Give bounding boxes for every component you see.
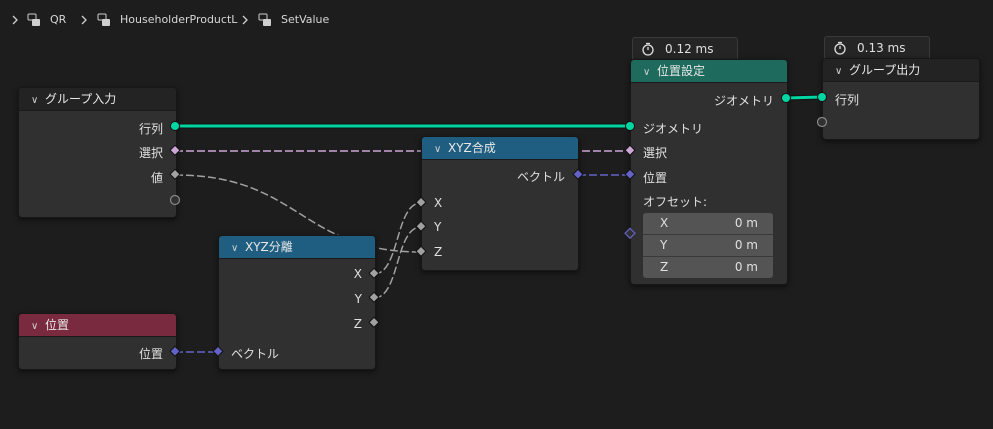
socket-label-vector: ベクトル (231, 347, 280, 361)
node-title: XYZ分離 (245, 240, 293, 254)
chevron-down-icon[interactable]: ∨ (434, 144, 442, 155)
breadcrumb-item-qr[interactable]: QR (50, 13, 67, 26)
separate-xyz-node[interactable]: ∨ XYZ分離 X Y Z ベクトル (218, 235, 376, 370)
offset-y-field[interactable]: Y 0 m (643, 235, 773, 257)
position-header[interactable]: ∨ 位置 (19, 314, 176, 337)
link-y (373, 226, 422, 299)
socket-label-selection: 選択 (138, 146, 163, 160)
timer-value: 0.13 ms (857, 41, 906, 55)
node-tree-icon (97, 13, 110, 26)
socket-label-matrix: 行列 (138, 122, 163, 136)
set-position-header[interactable]: ∨ 位置設定 (631, 60, 787, 83)
socket-label-selection: 選択 (643, 146, 668, 160)
socket-label-geometry-in: ジオメトリ (643, 122, 704, 136)
node-tree-icon (27, 13, 40, 26)
socket-label-geometry-out: ジオメトリ (713, 94, 774, 108)
group-output-timer: 0.13 ms (824, 36, 930, 59)
chevron-down-icon[interactable]: ∨ (835, 66, 843, 77)
field-value: 0 m (734, 238, 758, 252)
group-output-node[interactable]: ∨ グループ出力 行列 (822, 58, 980, 140)
chevron-right-icon[interactable] (11, 15, 19, 25)
chevron-down-icon[interactable]: ∨ (643, 67, 651, 78)
link-geometry-out (785, 94, 823, 101)
socket-label-vector: ベクトル (516, 170, 565, 184)
breadcrumb-item-setvalue[interactable]: SetValue (281, 13, 330, 26)
offset-label: オフセット: (643, 195, 708, 209)
chevron-down-icon[interactable]: ∨ (31, 95, 39, 106)
node-title: 位置設定 (657, 64, 706, 78)
group-input-node[interactable]: ∨ グループ入力 行列 選択 値 (18, 87, 177, 218)
group-input-header[interactable]: ∨ グループ入力 (19, 88, 176, 111)
field-axis: Z (660, 260, 669, 274)
set-position-node[interactable]: ∨ 位置設定 ジオメトリ ジオメトリ 選択 位置 オフセット: X 0 m Y 0 m… (630, 59, 788, 285)
socket-label-value: 値 (150, 171, 163, 185)
socket-label-position: 位置 (643, 171, 668, 185)
group-output-header[interactable]: ∨ グループ出力 (823, 59, 979, 82)
offset-z-field[interactable]: Z 0 m (643, 257, 773, 278)
combine-xyz-header[interactable]: ∨ XYZ合成 (422, 137, 578, 160)
chevron-right-icon (81, 15, 87, 25)
offset-x-field[interactable]: X 0 m (643, 213, 773, 235)
breadcrumb: QR HouseholderProductL SetValue (0, 6, 993, 34)
breadcrumb-item-householder[interactable]: HouseholderProductL (120, 13, 238, 26)
field-axis: Y (660, 238, 668, 252)
chevron-down-icon[interactable]: ∨ (31, 321, 39, 332)
node-title: グループ入力 (45, 92, 117, 106)
combine-xyz-node[interactable]: ∨ XYZ合成 ベクトル X Y Z (421, 136, 579, 271)
link-x (373, 202, 422, 275)
socket-label-y: Y (354, 292, 362, 306)
chevron-down-icon[interactable]: ∨ (231, 243, 239, 254)
stopwatch-icon (834, 41, 846, 55)
field-value: 0 m (734, 216, 758, 230)
stopwatch-icon (642, 42, 654, 56)
set-position-timer: 0.12 ms (632, 37, 738, 60)
socket-label-matrix: 行列 (835, 93, 860, 107)
socket-label-z: Z (353, 317, 362, 331)
socket-label-z: Z (434, 245, 443, 259)
chevron-right-icon (242, 15, 248, 25)
socket-label-x: X (353, 267, 362, 281)
node-title: 位置 (45, 318, 70, 332)
position-node[interactable]: ∨ 位置 位置 (18, 313, 177, 370)
separate-xyz-header[interactable]: ∨ XYZ分離 (219, 236, 375, 259)
socket-label-y: Y (434, 220, 442, 234)
timer-value: 0.12 ms (665, 42, 714, 56)
socket-label-position: 位置 (138, 347, 163, 361)
field-value: 0 m (734, 260, 758, 274)
node-tree-icon (258, 13, 271, 26)
node-title: グループ出力 (849, 63, 921, 77)
socket-label-x: X (434, 196, 443, 210)
node-title: XYZ合成 (448, 141, 496, 155)
field-axis: X (660, 216, 669, 230)
